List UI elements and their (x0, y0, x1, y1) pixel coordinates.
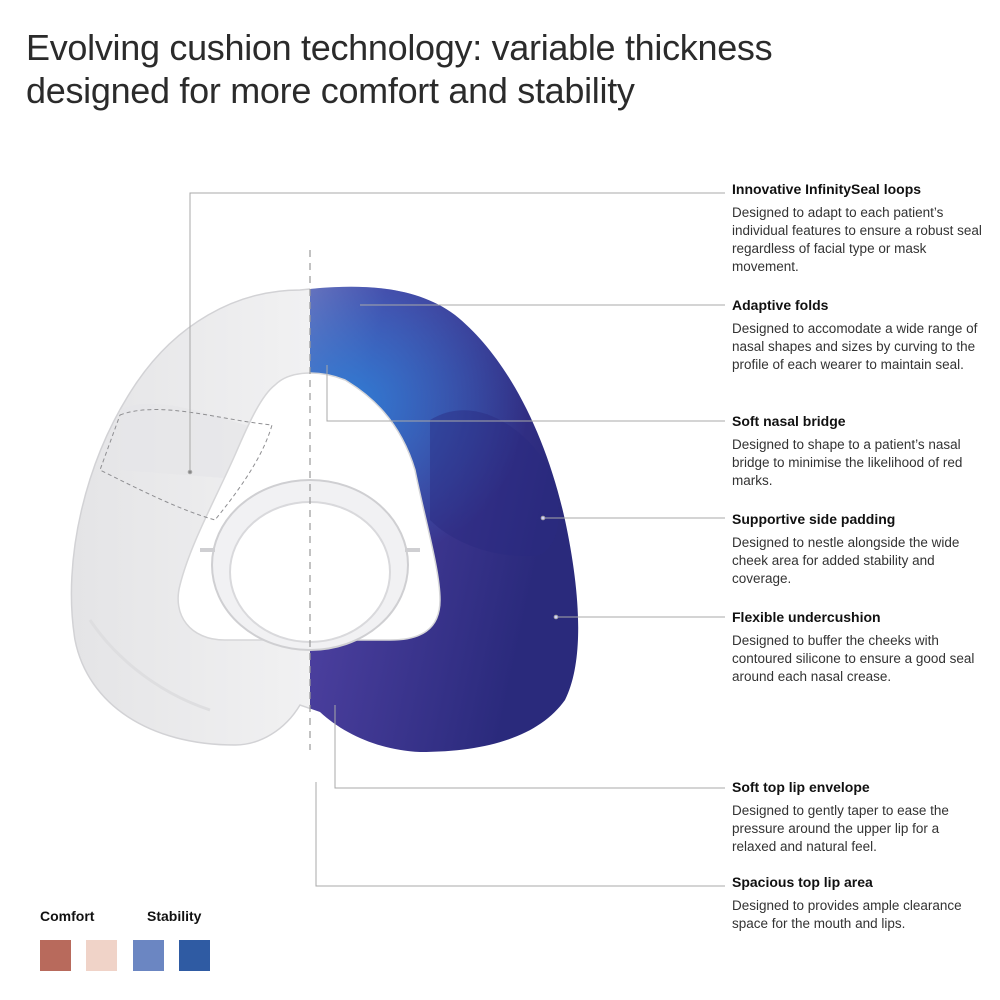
callout-body: Designed to gently taper to ease the pre… (732, 803, 949, 854)
title-line-1: Evolving cushion technology: variable th… (26, 27, 773, 68)
callout-body: Designed to accomodate a wide range of n… (732, 321, 978, 372)
infinityseal-loop-outline (99, 409, 273, 521)
callout-body: Designed to buffer the cheeks with conto… (732, 633, 975, 684)
callout-undercushion: Flexible undercushion Designed to buffer… (732, 608, 982, 686)
legend-stability-label: Stability (147, 908, 202, 924)
leader-top-lip-area (315, 782, 725, 887)
leader-nasal-bridge (326, 365, 725, 422)
callout-heading: Adaptive folds (732, 297, 829, 313)
callout-body: Designed to provides ample clearance spa… (732, 898, 962, 931)
leader-top-lip-envelope (334, 705, 725, 789)
legend-comfort-label: Comfort (40, 908, 95, 924)
title-line-2: designed for more comfort and stability (26, 70, 635, 111)
callout-body: Designed to shape to a patient’s nasal b… (732, 437, 963, 488)
callout-heading: Soft nasal bridge (732, 413, 846, 429)
callout-top-lip-area: Spacious top lip area Designed to provid… (732, 873, 982, 933)
callout-body: Designed to nestle alongside the wide ch… (732, 535, 960, 586)
callout-heading: Spacious top lip area (732, 874, 873, 890)
legend-swatch-stability-dark (179, 940, 210, 971)
leader-lines (187, 192, 725, 887)
cushion-right-half (310, 286, 579, 752)
legend-swatch-comfort-dark (40, 940, 71, 971)
cushion-left-half (70, 285, 310, 753)
legend-swatch-comfort-light (86, 940, 117, 971)
callout-heading: Supportive side padding (732, 511, 896, 527)
callout-top-lip-envelope: Soft top lip envelope Designed to gently… (732, 778, 982, 856)
callout-heading: Soft top lip envelope (732, 779, 870, 795)
page-title: Evolving cushion technology: variable th… (26, 26, 926, 112)
callout-body: Designed to adapt to each patient’s indi… (732, 205, 982, 274)
callout-side-padding: Supportive side padding Designed to nest… (732, 510, 982, 588)
leader-infinityseal (189, 192, 725, 472)
callout-heading: Innovative InfinitySeal loops (732, 181, 922, 197)
callout-heading: Flexible undercushion (732, 609, 881, 625)
callout-infinityseal: Innovative InfinitySeal loops Designed t… (732, 180, 982, 276)
callout-nasal-bridge: Soft nasal bridge Designed to shape to a… (732, 412, 982, 490)
legend-swatch-stability-light (133, 940, 164, 971)
callout-adaptive-folds: Adaptive folds Designed to accomodate a … (732, 296, 982, 374)
